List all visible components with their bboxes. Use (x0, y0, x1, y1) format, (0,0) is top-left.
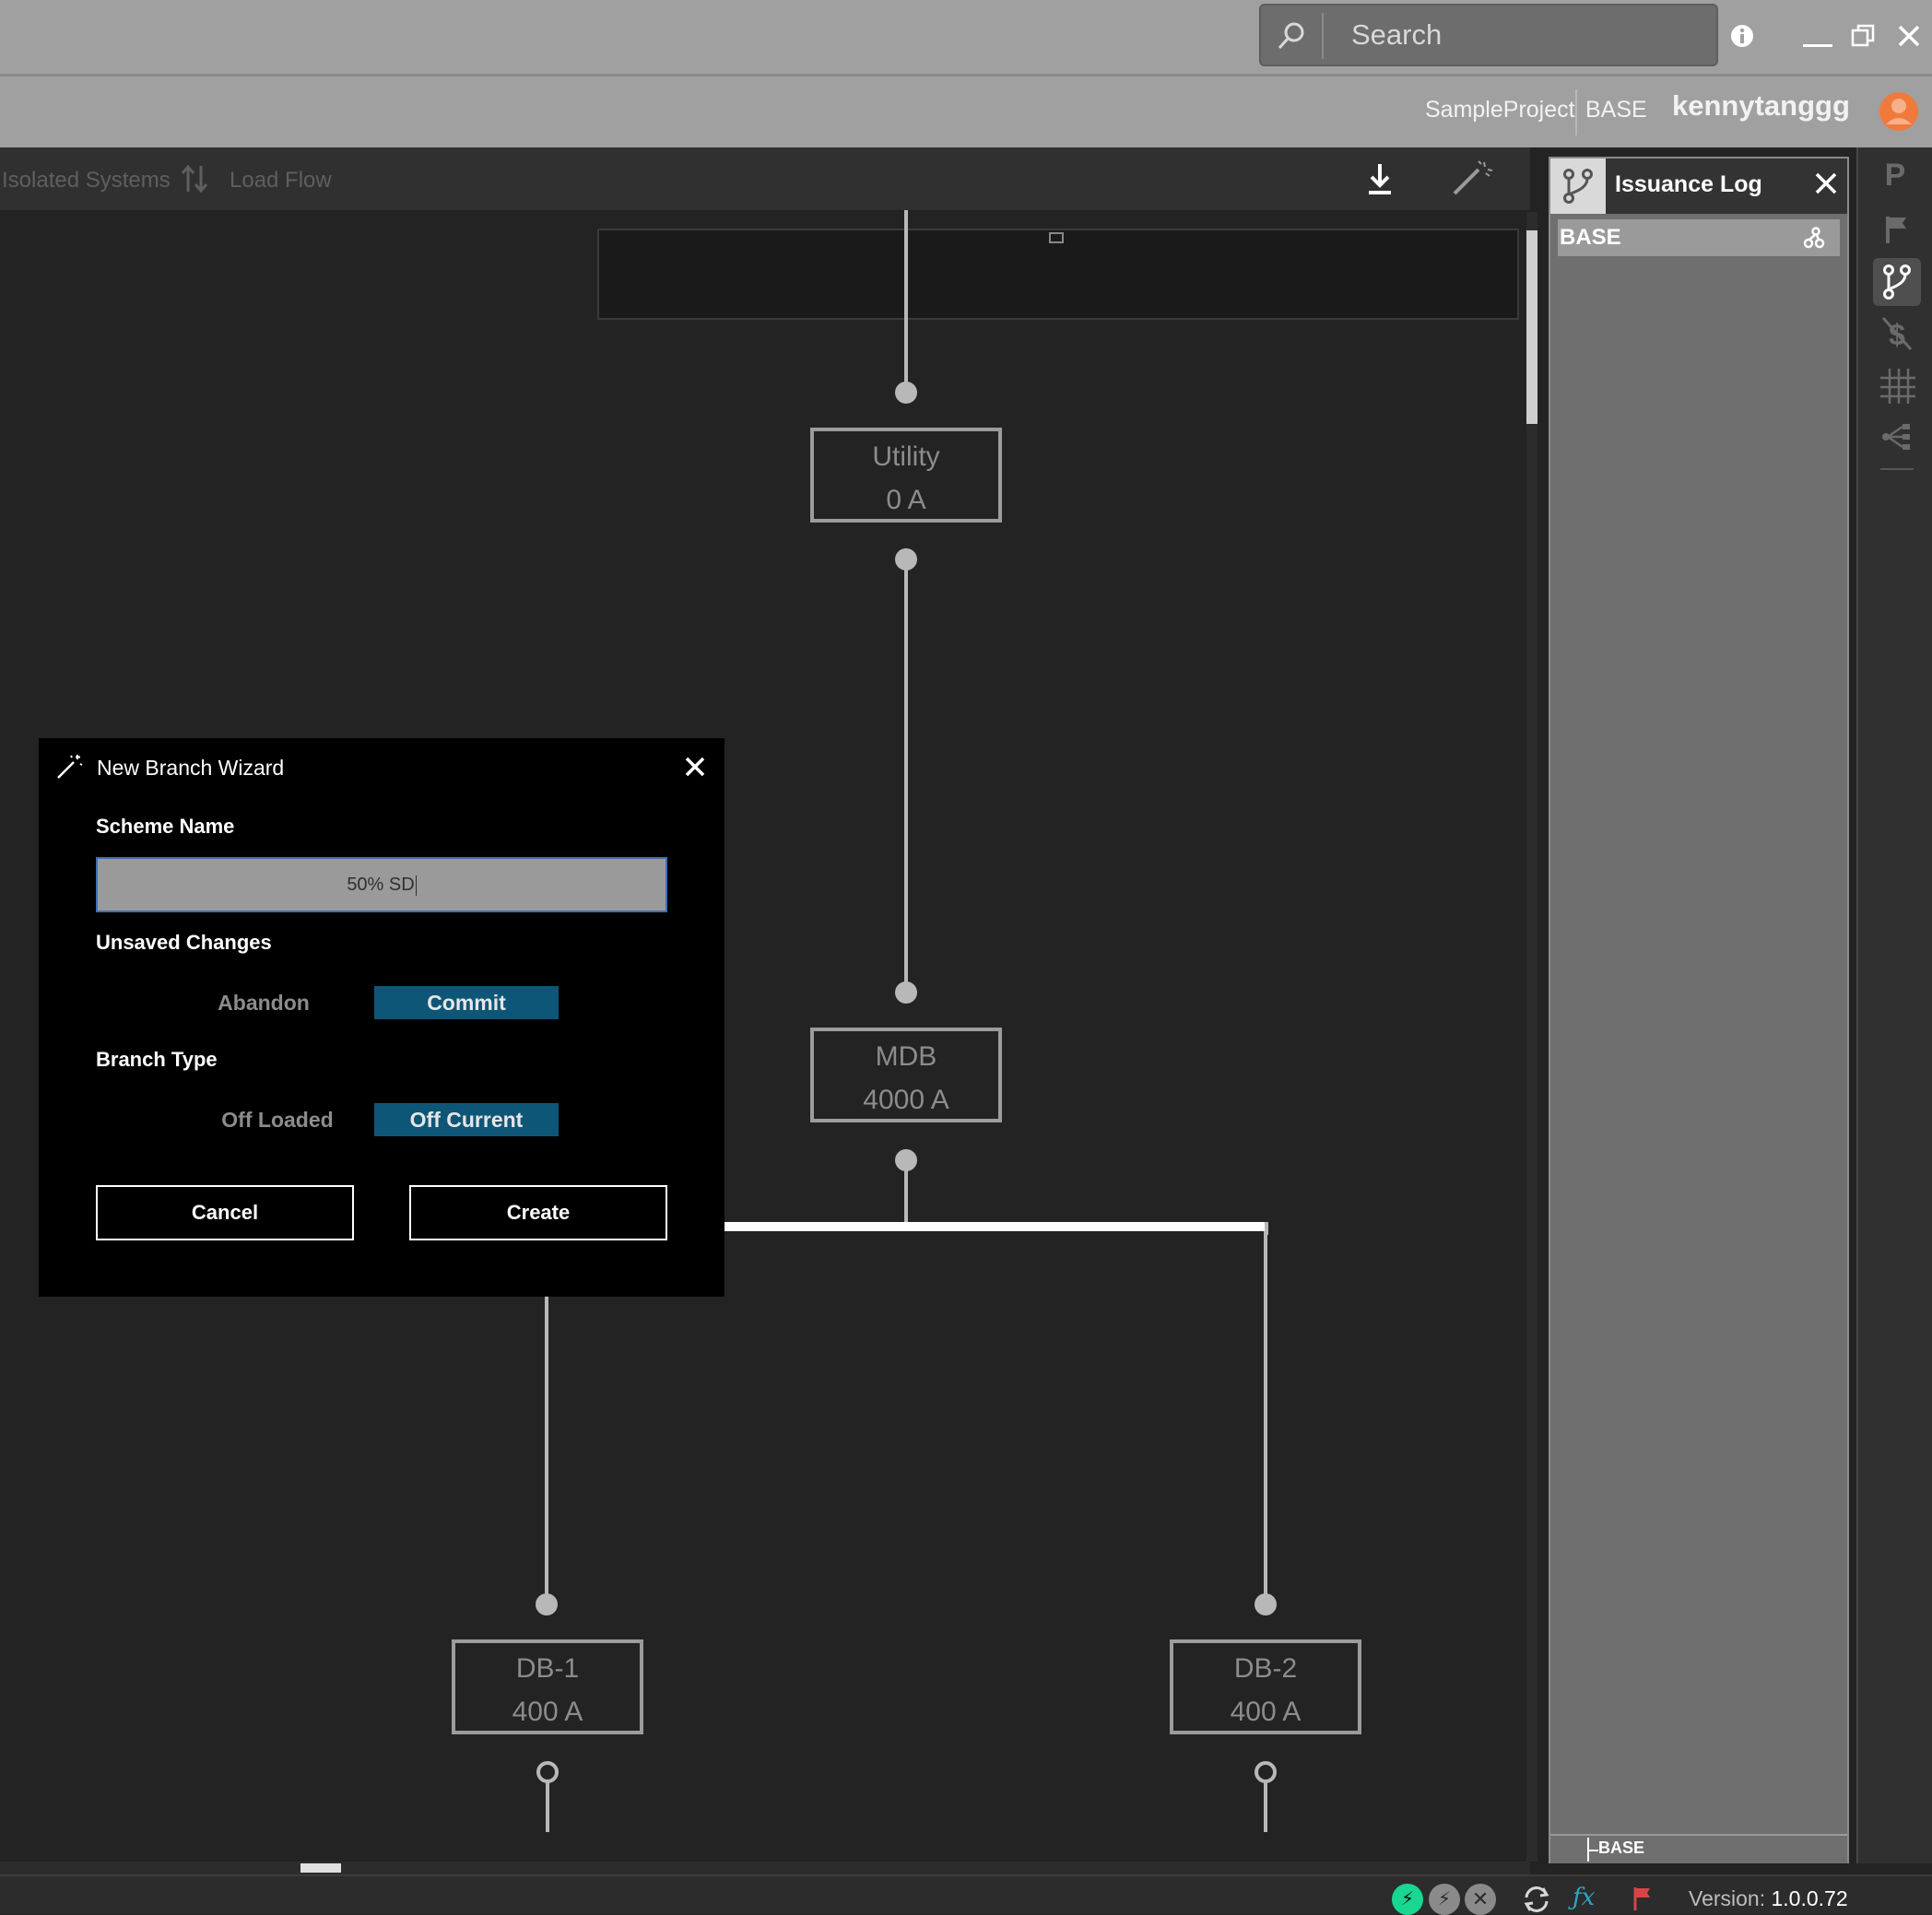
avatar[interactable] (1879, 91, 1919, 132)
download-icon[interactable] (1364, 160, 1396, 197)
user-name[interactable]: kennytanggg (1672, 89, 1850, 122)
swap-icon[interactable] (179, 162, 212, 195)
issuance-base-row[interactable]: BASE (1558, 219, 1840, 256)
version-label: Version: (1689, 1886, 1766, 1910)
p-icon[interactable]: P (1884, 158, 1906, 193)
unsaved-changes-label: Unsaved Changes (96, 931, 272, 954)
dialog-close-icon[interactable] (684, 756, 706, 778)
search-box[interactable]: Search (1259, 4, 1718, 66)
db2-box (1170, 1639, 1361, 1734)
busbar-overlay (724, 1222, 1267, 1231)
magic-wand-icon[interactable] (1451, 160, 1493, 197)
off-current-option[interactable]: Off Current (374, 1103, 559, 1136)
lightning-icon[interactable]: ⚡ (1429, 1884, 1460, 1915)
vertical-scrollbar[interactable] (1526, 212, 1537, 1862)
branch-tab[interactable] (1873, 258, 1921, 306)
dialog-title: New Branch Wizard (97, 756, 285, 780)
db1-name: DB-1 (516, 1653, 579, 1684)
connector-node (1255, 1593, 1277, 1615)
utility-rating: 0 A (886, 485, 925, 515)
frame-handle (1049, 232, 1064, 243)
lightning-icon[interactable]: ⚡ (1392, 1884, 1423, 1915)
load-flow-button[interactable]: Load Flow (230, 168, 332, 193)
off-loaded-option[interactable]: Off Loaded (221, 1108, 334, 1132)
toolbar: Isolated Systems Load Flow (0, 147, 1530, 210)
branch-icon (1883, 264, 1911, 300)
abandon-option[interactable]: Abandon (218, 991, 310, 1015)
flag-icon[interactable] (1632, 1886, 1652, 1911)
commit-option[interactable]: Commit (374, 986, 559, 1019)
status-bar (0, 1874, 1932, 1914)
diagram-frame (597, 229, 1519, 320)
close-icon[interactable] (1895, 22, 1923, 50)
refresh-icon[interactable] (1521, 1885, 1552, 1914)
panel-close-icon[interactable] (1814, 171, 1838, 195)
search-icon (1278, 22, 1304, 50)
issuance-log-panel (1549, 157, 1849, 1863)
open-connector (536, 1761, 559, 1783)
version-number: 1.0.0.72 (1771, 1886, 1848, 1910)
mdb-name: MDB (876, 1041, 937, 1072)
single-line-diagram: Utility 0 A MDB 4000 A DB-1 400 A DB-2 4… (452, 210, 1519, 1832)
isolated-systems-button[interactable]: Isolated Systems (2, 168, 171, 193)
branch-nodes-icon[interactable] (1803, 227, 1825, 249)
mdb-box (810, 1028, 1002, 1122)
project-bar: SampleProject BASE kennytanggg (0, 76, 1932, 147)
version-text: Version: 1.0.0.72 (1689, 1886, 1848, 1911)
new-branch-wizard-dialog: New Branch Wizard Scheme Name 50% SD Uns… (39, 738, 724, 1297)
project-name[interactable]: SampleProject (1425, 97, 1575, 123)
scheme-name-input[interactable]: 50% SD (96, 857, 667, 912)
horizontal-scroll-thumb[interactable] (300, 1863, 341, 1873)
no-cost-icon[interactable]: $ (1880, 315, 1914, 352)
db1-rating: 400 A (512, 1697, 583, 1727)
flag-icon[interactable] (1882, 214, 1910, 245)
no-lightning-icon[interactable]: ✕ (1465, 1884, 1496, 1915)
utility-name: Utility (872, 441, 939, 472)
branch-icon (1563, 169, 1593, 204)
utility-box (810, 428, 1002, 523)
open-connector (1255, 1761, 1277, 1783)
minimize-icon[interactable] (1803, 44, 1832, 47)
connector-node (895, 981, 917, 1004)
scheme-name-label: Scheme Name (96, 815, 235, 838)
mdb-rating: 4000 A (863, 1085, 948, 1115)
panel-title: Issuance Log (1615, 171, 1762, 197)
busbar-drop (1265, 1222, 1268, 1235)
magic-wand-icon (57, 755, 83, 779)
search-input[interactable]: Search (1351, 18, 1443, 51)
fx-icon[interactable]: ƒx (1573, 1884, 1596, 1911)
horizontal-scrollbar[interactable] (0, 1862, 1530, 1874)
db2-rating: 400 A (1231, 1697, 1302, 1727)
cancel-button[interactable]: Cancel (96, 1185, 354, 1240)
grid-icon[interactable] (1879, 367, 1917, 405)
connector-node (895, 382, 917, 404)
connector-node (536, 1593, 558, 1615)
db1-box (452, 1639, 643, 1734)
db2-name: DB-2 (1234, 1653, 1297, 1684)
create-button[interactable]: Create (409, 1185, 667, 1240)
vertical-scroll-thumb[interactable] (1526, 230, 1537, 424)
branch-type-label: Branch Type (96, 1048, 218, 1071)
base-tree: BASE (1550, 1834, 1847, 1863)
base-tree-label[interactable]: BASE (1598, 1839, 1645, 1857)
issuance-base-label: BASE (1560, 225, 1621, 250)
restore-icon[interactable] (1850, 23, 1876, 49)
info-icon[interactable] (1729, 23, 1755, 49)
rail-divider (1880, 468, 1914, 470)
tree-icon[interactable] (1880, 420, 1914, 453)
branch-name[interactable]: BASE (1585, 97, 1647, 123)
panel-branch-icon-box (1550, 159, 1606, 214)
